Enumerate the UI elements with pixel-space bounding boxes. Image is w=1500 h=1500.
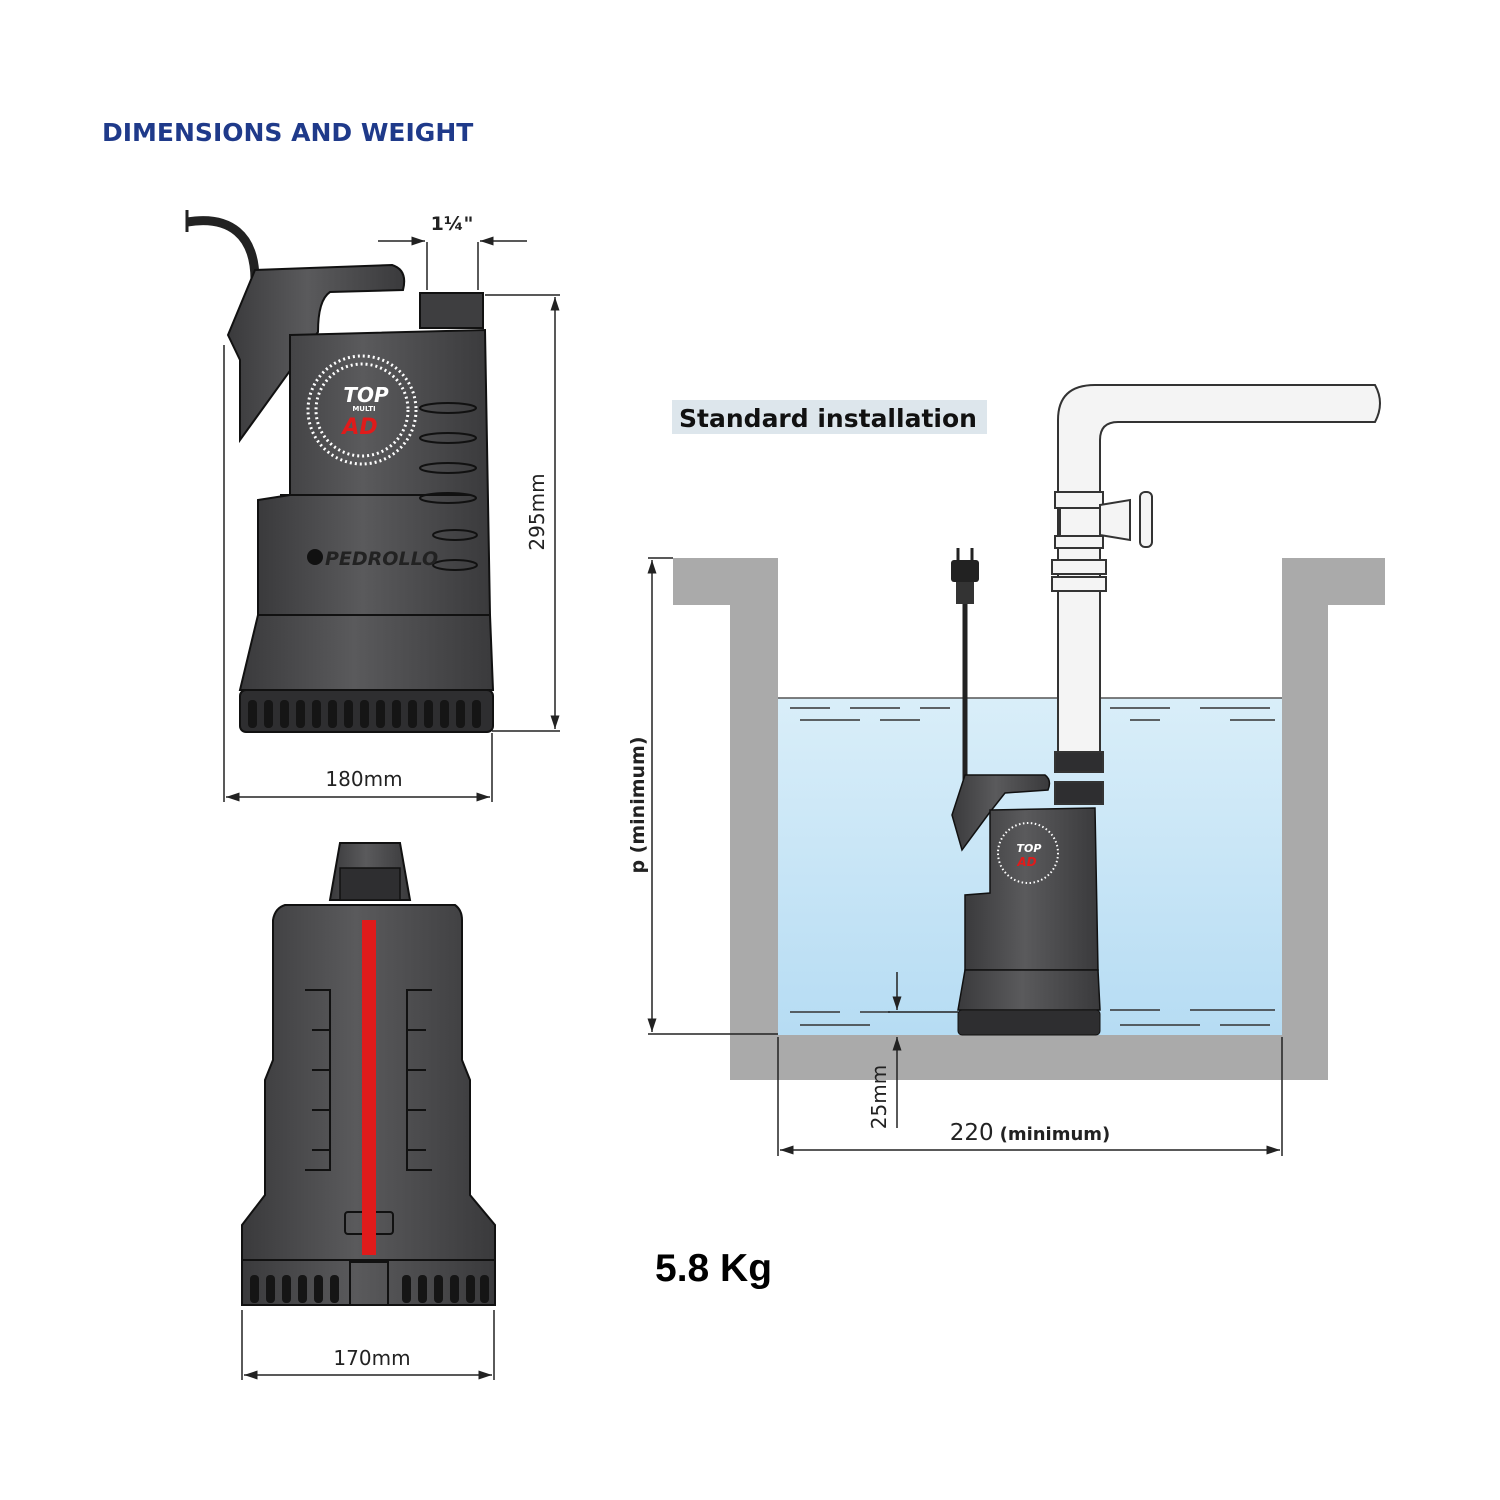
discharge-pipe (1051, 384, 1381, 805)
clearance-label: 25mm (867, 1065, 891, 1129)
outlet-size-label: 1¼" (431, 213, 474, 235)
pump-front-view: TOP MULTI AD PEDROLLO (185, 210, 495, 733)
pit-walls (673, 558, 1385, 1080)
page-title: DIMENSIONS AND WEIGHT (102, 118, 473, 147)
dimension-lines-side (241, 1310, 495, 1380)
installation-heading: Standard installation (679, 404, 977, 433)
svg-text:PEDROLLO: PEDROLLO (325, 548, 438, 570)
outlet-thread (419, 292, 484, 329)
brand-logo: PEDROLLO (307, 548, 438, 570)
weight-label: 5.8 Kg (655, 1247, 772, 1290)
svg-text:TOP: TOP (343, 383, 389, 407)
pit-width-value: 220 (950, 1120, 994, 1146)
width-label-side: 170mm (333, 1346, 410, 1370)
pit-width-note: (minimum) (1000, 1124, 1111, 1145)
logo-badge: TOP MULTI AD (306, 354, 418, 466)
width-label-front: 180mm (325, 767, 402, 791)
installation-heading-bg (672, 400, 987, 434)
svg-text:AD: AD (1016, 855, 1036, 869)
pit-width-label: 220 (minimum) (950, 1120, 1111, 1146)
power-cable (186, 216, 260, 281)
svg-text:TOP: TOP (1017, 842, 1042, 855)
power-cord (951, 548, 979, 785)
red-stripe (362, 920, 376, 1255)
base-slots (248, 700, 481, 728)
svg-text:AD: AD (340, 415, 377, 440)
pump-handle (226, 263, 406, 444)
valve-handle (1099, 498, 1131, 542)
svg-text:MULTI: MULTI (352, 405, 375, 413)
dimension-lines-installation (647, 557, 1283, 1156)
depth-label: p (minimum) (627, 736, 649, 873)
dimension-lines-front (223, 236, 560, 802)
height-label: 295mm (525, 473, 549, 550)
pump-side-view (241, 842, 496, 1306)
pump-installed: TOP AD (951, 774, 1101, 1036)
